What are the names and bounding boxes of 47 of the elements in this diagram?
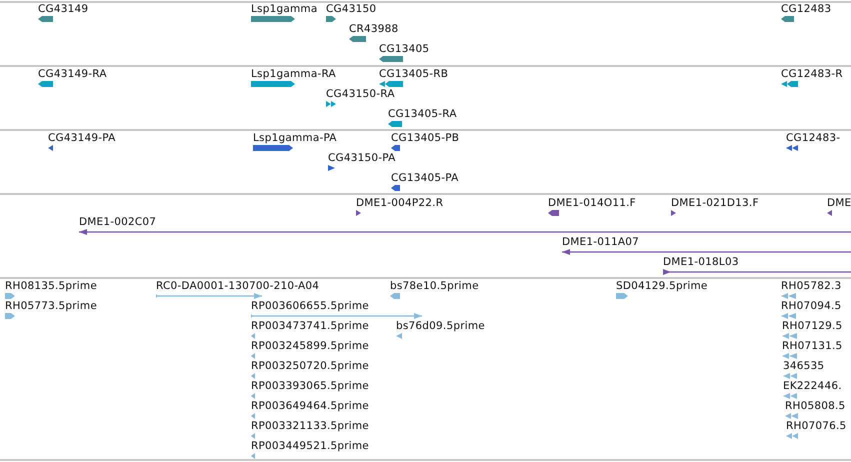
feature-label: RC0-DA0001-130700-210-A04: [156, 280, 320, 293]
feature-label: DME1-011A07: [562, 236, 640, 249]
feature-label: DME1-021D13.F: [671, 197, 759, 210]
feature-label: DME1-002C07: [79, 216, 156, 229]
feature-label: RP003393065.5prime: [251, 380, 369, 393]
feature-label: DME1-014O11.F: [548, 197, 636, 210]
feature-label: RP003473741.5prime: [251, 320, 369, 333]
feature-label: RP003245899.5prime: [251, 340, 369, 353]
feature-label: CG13405-PB: [391, 132, 460, 145]
feature-label: SD04129.5prime: [616, 280, 708, 293]
feature-label: RH07094.5: [781, 300, 842, 313]
feature-label: RP003606655.5prime: [251, 300, 369, 313]
feature-label: CG43150-PA: [328, 152, 396, 165]
feature-label: RP003449521.5prime: [251, 440, 369, 453]
feature-label: RH07131.5: [782, 340, 842, 353]
feature-label: Lsp1gamma-PA: [253, 132, 337, 145]
feature-label: RP003321133.5prime: [251, 420, 369, 433]
feature-label: DME1-004P22.R: [356, 197, 444, 210]
feature-label: RH07129.5: [782, 320, 842, 333]
feature-label: DME1-018L03: [663, 256, 739, 269]
feature-label: CG13405-RB: [379, 68, 448, 81]
feature-label: CG13405: [379, 43, 430, 56]
feature-label: RH05808.5: [785, 400, 846, 413]
feature-label: RH05782.3: [781, 280, 842, 293]
feature-label: Lsp1gamma-RA: [251, 68, 336, 81]
feature-label: RH05773.5prime: [5, 300, 97, 313]
feature-label: CR43988: [349, 23, 398, 36]
feature-label: CG43150-RA: [326, 88, 395, 101]
feature-label: RP003250720.5prime: [251, 360, 369, 373]
feature-label: Lsp1gamma: [251, 3, 318, 16]
feature-label: RH08135.5prime: [5, 280, 97, 293]
feature-label: 346535: [783, 360, 824, 373]
feature-label: RP003649464.5prime: [251, 400, 369, 413]
feature-label: CG43149-RA: [38, 68, 107, 81]
feature-label: EK222446.: [783, 380, 842, 393]
feature-label: CG12483: [781, 3, 832, 16]
feature-label: RH07076.5: [786, 420, 846, 433]
feature-label: bs78e10.5prime: [390, 280, 479, 293]
feature-label: CG12483-R: [781, 68, 843, 81]
feature-label: DME: [827, 197, 851, 210]
feature-label: CG13405-RA: [388, 108, 457, 121]
feature-label: CG43150: [326, 3, 376, 16]
feature-label: CG43149: [38, 3, 88, 16]
feature-label: CG12483-: [786, 132, 840, 145]
feature-label: CG43149-PA: [48, 132, 116, 145]
feature-label: bs76d09.5prime: [396, 320, 485, 333]
feature-label: CG13405-PA: [391, 172, 459, 185]
